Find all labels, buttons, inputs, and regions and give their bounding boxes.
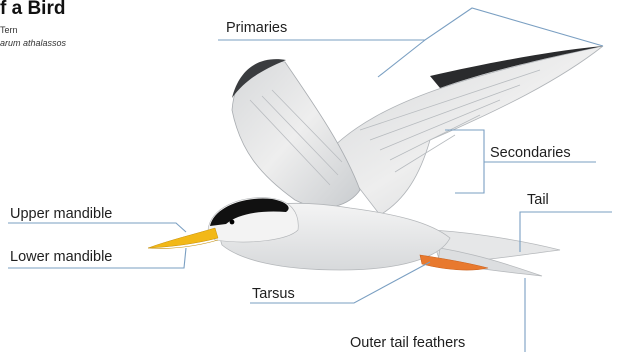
label-outer-tail-feathers: Outer tail feathers [350,336,465,351]
head [208,198,298,242]
label-upper-mandible: Upper mandible [10,207,112,222]
beak [148,228,218,249]
near-wing [232,59,360,207]
label-tail: Tail [527,193,549,208]
label-primaries: Primaries [226,21,287,36]
page-title: f a Bird [0,0,65,20]
upper-mandible-leader [8,223,186,232]
label-lower-mandible: Lower mandible [10,250,112,265]
label-secondaries: Secondaries [490,146,571,161]
species-common-name: Tern [0,25,18,35]
primaries-leader-branch [378,40,425,77]
label-tarsus: Tarsus [252,287,295,302]
species-scientific-name: arum athalassos [0,38,66,48]
secondaries-bracket [445,130,484,193]
